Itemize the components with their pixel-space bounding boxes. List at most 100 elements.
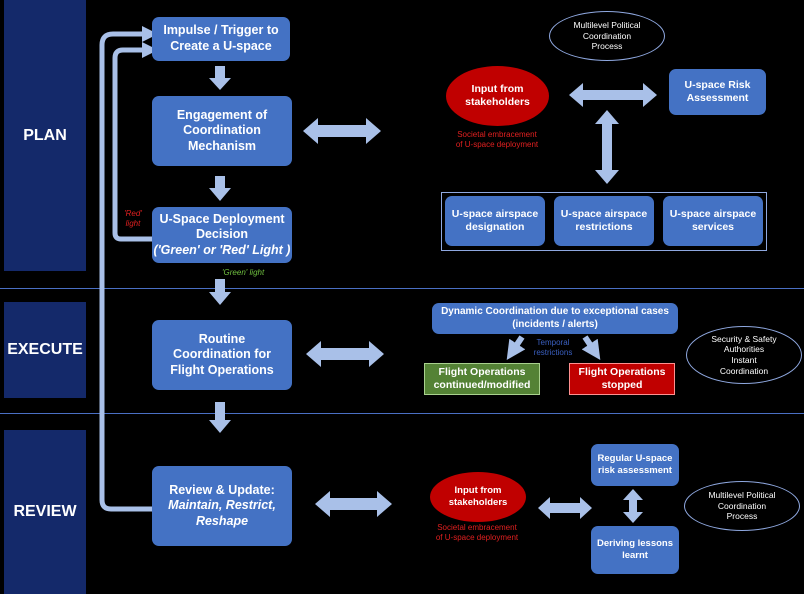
multilevel-oval-review: Multilevel Political Coordination Proces… [684,481,800,531]
societal-plan-line-1: Societal embracement [457,130,537,139]
airspace-designation-box: U-space airspace designation [445,196,545,246]
stakeholders-review-line-2: stakeholders [448,497,508,508]
societal-note-review: Societal embracement of U-space deployme… [410,523,544,544]
flight-ops-stopped-box: Flight Operations stopped [569,363,675,395]
feedback-loop-red-light [112,41,159,242]
routine-line-3: Flight Operations [170,362,274,377]
routine-line-2: Coordination for [173,347,271,362]
arrow-double-stakeholders-assessment [538,497,592,519]
risk-assessment-box: U-space Risk Assessment [669,69,766,115]
green-light-label: 'Green' light [222,268,265,277]
dynamic-line-2: (incidents / alerts) [512,318,598,330]
restrictions-line-2: restrictions [575,221,633,233]
impulse-trigger-box: Impulse / Trigger to Create a U-space [152,17,290,61]
risk-line-1: U-space Risk [684,78,751,91]
regular-risk-assessment-box: Regular U-space risk assessment [591,444,679,486]
engagement-box: Engagement of Coordination Mechanism [152,96,292,166]
arrow-double-risk-airspace [595,110,619,184]
arrow-to-stopped [581,335,601,360]
lessons-line-2: learnt [622,550,648,561]
feedback-loop-review [99,25,159,512]
deployment-decision-box: U-Space Deployment Decision ('Green' or … [152,207,292,263]
phase-review: REVIEW [4,430,86,594]
arrow-down-decision-routine [209,279,231,305]
red-light-line-1: 'Red' [124,209,142,218]
societal-review-line-1: Societal embracement [437,523,517,532]
phase-review-label: REVIEW [13,503,77,520]
airspace-services-box: U-space airspace services [663,196,763,246]
arrow-down-routine-review [209,402,231,433]
impulse-line-1: Impulse / Trigger to [163,23,279,38]
separator-execute-review [0,413,804,414]
arrow-to-continued [506,335,526,360]
security-line-3: Instant [731,355,757,365]
red-light-note: 'Red' light [118,209,148,230]
engagement-line-2: Coordination [183,123,261,138]
routine-coordination-box: Routine Coordination for Flight Operatio… [152,320,292,390]
airspace-restrictions-box: U-space airspace restrictions [554,196,654,246]
multilevel-oval-plan: Multilevel Political Coordination Proces… [549,11,665,61]
security-line-4: Coordination [719,365,769,376]
flight-ops-continued-box: Flight Operations continued/modified [424,363,540,395]
regular-line-2: risk assessment [598,465,672,476]
phase-execute: EXECUTE [4,302,86,398]
phase-plan: PLAN [4,0,86,271]
security-line-2: Authorities [723,344,765,355]
airspace-frame [441,192,767,251]
arrow-double-routine [306,341,384,367]
stopped-line-1: Flight Operations [578,365,666,378]
engagement-line-1: Engagement of [176,107,268,122]
designation-line-2: designation [465,221,525,233]
multilevel-review-line-1: Multilevel Political [708,490,776,501]
societal-review-line-2: of U-space deployment [435,533,519,543]
temporal-restrictions-note: Temporal restrictions [527,338,579,359]
arrow-double-engagement [303,118,381,144]
review-title: Review & Update: [169,482,275,497]
lessons-learnt-box: Deriving lessons learnt [591,526,679,574]
stakeholders-oval-plan: Input from stakeholders [446,66,549,126]
separator-plan-execute [0,288,804,289]
green-light-note: 'Green' light [222,268,292,278]
red-light-line-2: light [125,219,141,229]
multilevel-review-line-2: Coordination [717,500,767,511]
multilevel-review-line-3: Process [726,511,758,522]
multilevel-plan-line-2: Coordination [582,30,632,41]
arrow-down-impulse-engagement [209,66,231,90]
arrow-down-engagement-decision [209,176,231,201]
stakeholders-plan-line-1: Input from [471,82,524,95]
services-line-2: services [691,221,735,233]
societal-plan-line-2: of U-space deployment [455,140,539,150]
impulse-line-2: Create a U-space [170,39,272,53]
multilevel-plan-line-3: Process [591,41,623,52]
services-line-1: U-space airspace [669,207,757,220]
arrow-double-review [315,491,392,517]
engagement-line-3: Mechanism [187,138,257,153]
continued-line-1: Flight Operations [438,365,526,378]
review-sub-line-2: Reshape [195,513,249,528]
dynamic-coordination-box: Dynamic Coordination due to exceptional … [432,303,678,334]
dynamic-line-1: Dynamic Coordination due to exceptional … [441,306,669,317]
designation-line-1: U-space airspace [451,207,539,220]
phase-execute-label: EXECUTE [7,341,83,358]
arrow-double-stakeholders-risk [569,83,657,107]
stopped-line-2: stopped [601,379,643,391]
decision-line-2: Decision [195,227,249,242]
lessons-line-1: Deriving lessons [596,538,674,550]
stakeholders-review-line-1: Input from [454,485,502,497]
arrow-double-regular-lessons [623,489,643,523]
decision-sub: ('Green' or 'Red' Light ) [153,242,291,257]
multilevel-plan-line-1: Multilevel Political [573,20,641,31]
regular-line-1: Regular U-space [597,453,673,465]
risk-line-2: Assessment [686,92,749,104]
temporal-line-1: Temporal [536,338,570,347]
stakeholders-plan-line-2: stakeholders [465,96,530,108]
stakeholders-oval-review: Input from stakeholders [430,472,526,522]
temporal-line-2: restrictions [533,348,573,358]
review-update-box: Review & Update: Maintain, Restrict, Res… [152,466,292,546]
continued-line-2: continued/modified [433,379,531,391]
decision-line-1: U-Space Deployment [159,211,285,226]
routine-line-1: Routine [198,331,246,346]
security-safety-oval: Security & Safety Authorities Instant Co… [686,326,802,384]
security-line-1: Security & Safety [711,333,777,344]
